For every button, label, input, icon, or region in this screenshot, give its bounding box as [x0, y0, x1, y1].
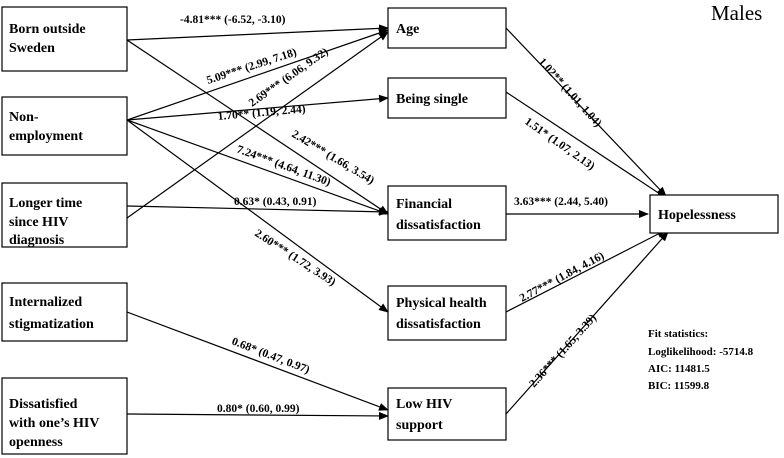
edges	[126, 24, 669, 420]
svg-text:Dissatisfied: Dissatisfied	[9, 397, 78, 412]
svg-text:with one’s HIV: with one’s HIV	[9, 416, 100, 431]
label-internal-lowhiv: 0.68* (0.47, 0.97)	[230, 336, 311, 377]
box-age: Age	[387, 7, 507, 49]
label-born-age: -4.81*** (-6.52, -3.10)	[180, 14, 286, 26]
box-low-hiv-support: Low HIV support	[387, 387, 507, 441]
svg-text:Low HIV: Low HIV	[396, 397, 452, 412]
svg-text:support: support	[396, 418, 443, 433]
svg-text:dissatisfaction: dissatisfaction	[396, 317, 481, 332]
svg-text:employment: employment	[9, 129, 83, 144]
svg-text:Born outside: Born outside	[9, 22, 86, 37]
edge-nonemp-physical	[126, 119, 389, 313]
svg-text:openness: openness	[9, 435, 63, 450]
edge-nonemp-single	[126, 94, 389, 121]
svg-text:Internalized: Internalized	[9, 295, 82, 310]
box-born-outside-sweden: Born outside Sweden	[1, 6, 128, 72]
svg-text:dissatisfaction: dissatisfaction	[396, 218, 481, 233]
fit-loglikelihood: Loglikelihood: -5714.8	[648, 346, 754, 358]
box-longer-time-since-hiv-diagnosis: Longer time since HIV diagnosis	[1, 182, 128, 248]
label-dissat-lowhiv: 0.80* (0.60, 0.99)	[217, 403, 300, 415]
svg-text:stigmatization: stigmatization	[9, 317, 94, 332]
edge-longer-age	[126, 31, 389, 219]
fit-aic: AIC: 11481.5	[648, 363, 710, 375]
svg-text:Financial: Financial	[396, 197, 452, 212]
label-lowhiv-hope: 2.36*** (1.65, 3.39)	[527, 312, 599, 390]
svg-text:Hopelessness: Hopelessness	[658, 208, 736, 223]
svg-text:Sweden: Sweden	[9, 41, 55, 56]
box-physical-health-dissatisfaction: Physical health dissatisfaction	[387, 285, 507, 341]
svg-text:Being single: Being single	[396, 92, 468, 107]
box-non-employment: Non- employment	[1, 96, 128, 156]
edge-single-hope	[505, 91, 667, 199]
box-dissatisfied-with-hiv-openness: Dissatisfied with one’s HIV openness	[1, 377, 128, 455]
fit-statistics: Fit statistics: Loglikelihood: -5714.8 A…	[648, 328, 754, 392]
svg-text:Physical health: Physical health	[396, 296, 487, 311]
svg-text:since HIV: since HIV	[9, 215, 69, 230]
edge-born-financial	[126, 39, 389, 215]
box-being-single: Being single	[387, 77, 507, 119]
label-nonemp-single: 1.70** (1.19, 2.44)	[217, 103, 306, 123]
box-financial-dissatisfaction: Financial dissatisfaction	[387, 185, 507, 241]
edge-longer-financial	[126, 205, 389, 216]
label-financial-hope: 3.63*** (2.44, 5.40)	[514, 196, 608, 208]
svg-text:Non-: Non-	[9, 110, 39, 125]
svg-text:diagnosis: diagnosis	[9, 233, 65, 248]
label-nonemp-physical: 2.60*** (1.72, 3.93)	[252, 227, 337, 288]
label-longer-financial: 0.63* (0.43, 0.91)	[234, 196, 317, 208]
edge-nonemp-age	[126, 29, 389, 121]
edge-dissat-lowhiv	[126, 411, 389, 420]
edge-born-age	[126, 24, 389, 41]
edge-age-hope	[505, 27, 667, 197]
fit-bic: BIC: 11599.8	[648, 380, 710, 392]
edge-physical-hope	[505, 229, 667, 313]
diagram-title: Males	[711, 1, 762, 25]
edge-nonemp-financial	[126, 119, 389, 215]
fit-heading: Fit statistics:	[648, 328, 708, 340]
label-physical-hope: 2.77*** (1.84, 4.16)	[518, 250, 607, 305]
box-hopelessness: Hopelessness	[649, 194, 779, 234]
edge-internal-lowhiv	[126, 311, 389, 411]
box-internalized-stigmatization: Internalized stigmatization	[1, 282, 128, 342]
svg-text:Longer time: Longer time	[9, 196, 82, 211]
edge-lowhiv-hope	[505, 231, 669, 415]
svg-text:Age: Age	[396, 22, 419, 37]
